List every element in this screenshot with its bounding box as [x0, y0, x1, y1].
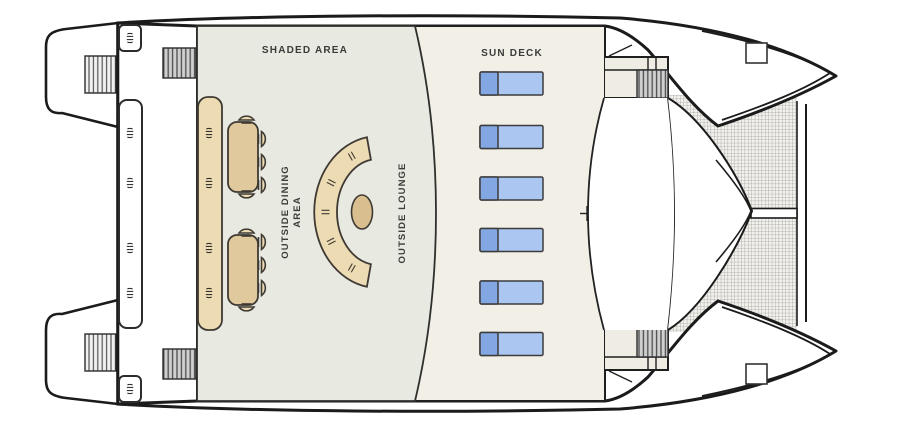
sun-deck-label: SUN DECK: [481, 48, 543, 59]
foredeck-band: [588, 98, 675, 330]
railing-line-top: [608, 44, 633, 57]
dining-table-1: [227, 121, 259, 193]
deck-hatch-top: [745, 42, 768, 64]
dining-table-2: [227, 234, 259, 306]
starboard-platform-stairs: [84, 333, 117, 372]
starboard-swim-platform: [44, 298, 120, 406]
dining-bench: [197, 96, 223, 331]
transom-locker-top: [118, 24, 142, 52]
shaded-area-label: SHADED AREA: [262, 45, 348, 56]
port-swim-platform: [44, 21, 120, 129]
nacelle-outline: [667, 97, 754, 331]
cabin-front-curve: [587, 97, 605, 331]
transom-locker-bottom: [118, 375, 142, 403]
port-platform-stairs: [84, 55, 117, 94]
curved-lounge-sofa: [313, 136, 372, 288]
nacelle-inner-line: [715, 159, 752, 263]
bow-stairs-bottom: [636, 328, 669, 358]
sun-lounger: [479, 331, 544, 357]
lounge-label: OUTSIDE LOUNGE: [397, 163, 408, 264]
transom-walkway: [118, 99, 143, 329]
aft-deck-stairs-bottom: [162, 348, 197, 380]
deck-hatch-bottom: [745, 363, 768, 385]
netting-center-beam: [750, 207, 798, 219]
dining-label-line1: OUTSIDE DINING: [280, 165, 291, 259]
aft-deck-stairs-top: [162, 47, 197, 79]
sun-lounger: [479, 176, 544, 201]
center-nacelle: [668, 98, 752, 330]
sun-lounger: [479, 280, 544, 305]
sun-lounger: [479, 227, 544, 253]
sun-lounger: [479, 71, 544, 96]
bow-stairs-top: [636, 69, 669, 99]
sun-lounger: [479, 124, 544, 150]
railing-line-bottom: [608, 370, 633, 383]
door-marker: [580, 206, 588, 221]
dining-label-line2: AREA: [292, 196, 303, 227]
lounge-oval-table: [350, 194, 374, 230]
